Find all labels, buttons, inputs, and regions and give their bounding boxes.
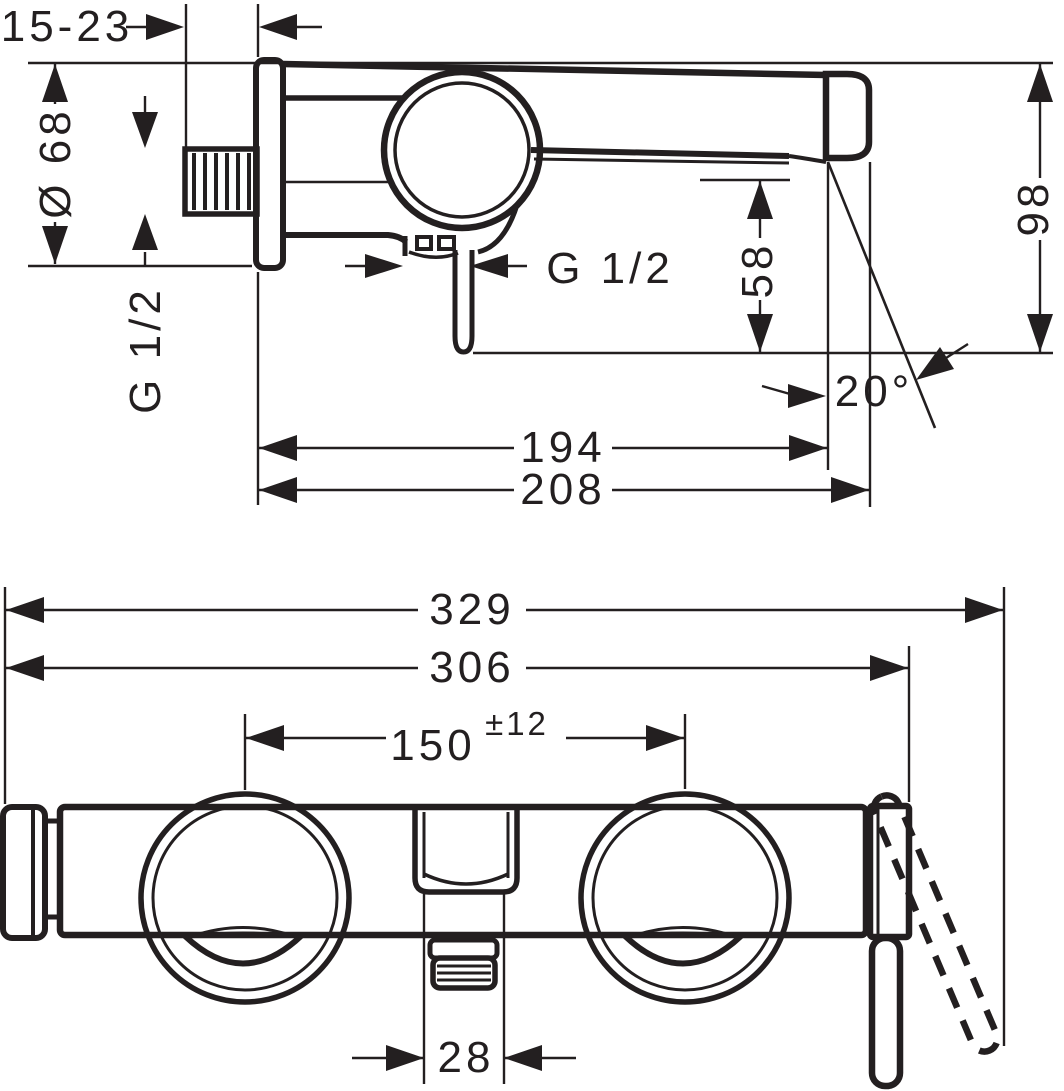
outlet-block	[412, 810, 520, 991]
dim-label-total-width: 329	[429, 585, 514, 634]
escutcheon-side	[253, 57, 286, 271]
side-extension-lines	[28, 4, 1053, 507]
left-end-cap	[0, 804, 60, 941]
body-bar	[56, 803, 870, 939]
spout-end-cap	[822, 70, 873, 162]
dim-label-outlet-width: 28	[438, 1033, 495, 1082]
dim-label-outlet-thread: G 1/2	[546, 244, 674, 293]
shower-outlet	[402, 235, 475, 355]
dim-label-connection-centers: 150	[390, 721, 475, 770]
bottom-view: 329 306 150 ±12 28	[0, 585, 1006, 1090]
dim-label-escutcheon-dia: Ø 68	[31, 107, 80, 218]
handle	[866, 802, 913, 1090]
dim-label-wall-thread: G 1/2	[121, 286, 170, 414]
label-masks-bottom	[386, 593, 566, 760]
wall-nipple	[182, 146, 260, 217]
dim-label-wall-to-pivot: 194	[520, 423, 605, 472]
dim-label-connection-tolerance: ±12	[485, 705, 549, 742]
dim-label-lever-angle: 20°	[835, 367, 914, 416]
dim-label-wall-to-spout-tip: 208	[520, 465, 605, 514]
dim-label-body-width: 306	[429, 643, 514, 692]
escutcheons-front	[138, 791, 792, 1005]
label-masks-side	[40, 104, 1054, 507]
side-view: 15-23 Ø 68 G 1/2 G 1/2 58 98 20° 194 208	[1, 2, 1058, 514]
dim-label-spout-drop: 58	[733, 242, 782, 299]
lever-dashed-position	[870, 792, 1001, 1055]
lever-line	[826, 161, 937, 429]
mounting-nuts	[182, 926, 744, 967]
bottom-arrowheads	[6, 597, 1003, 1071]
dim-label-body-height: 98	[1009, 180, 1058, 237]
valve-body	[380, 68, 544, 232]
spout-body	[282, 60, 827, 255]
dim-label-wall-depth: 15-23	[1, 2, 134, 51]
bottom-extension-lines	[3, 587, 1006, 1084]
side-arrowheads	[42, 14, 1053, 503]
